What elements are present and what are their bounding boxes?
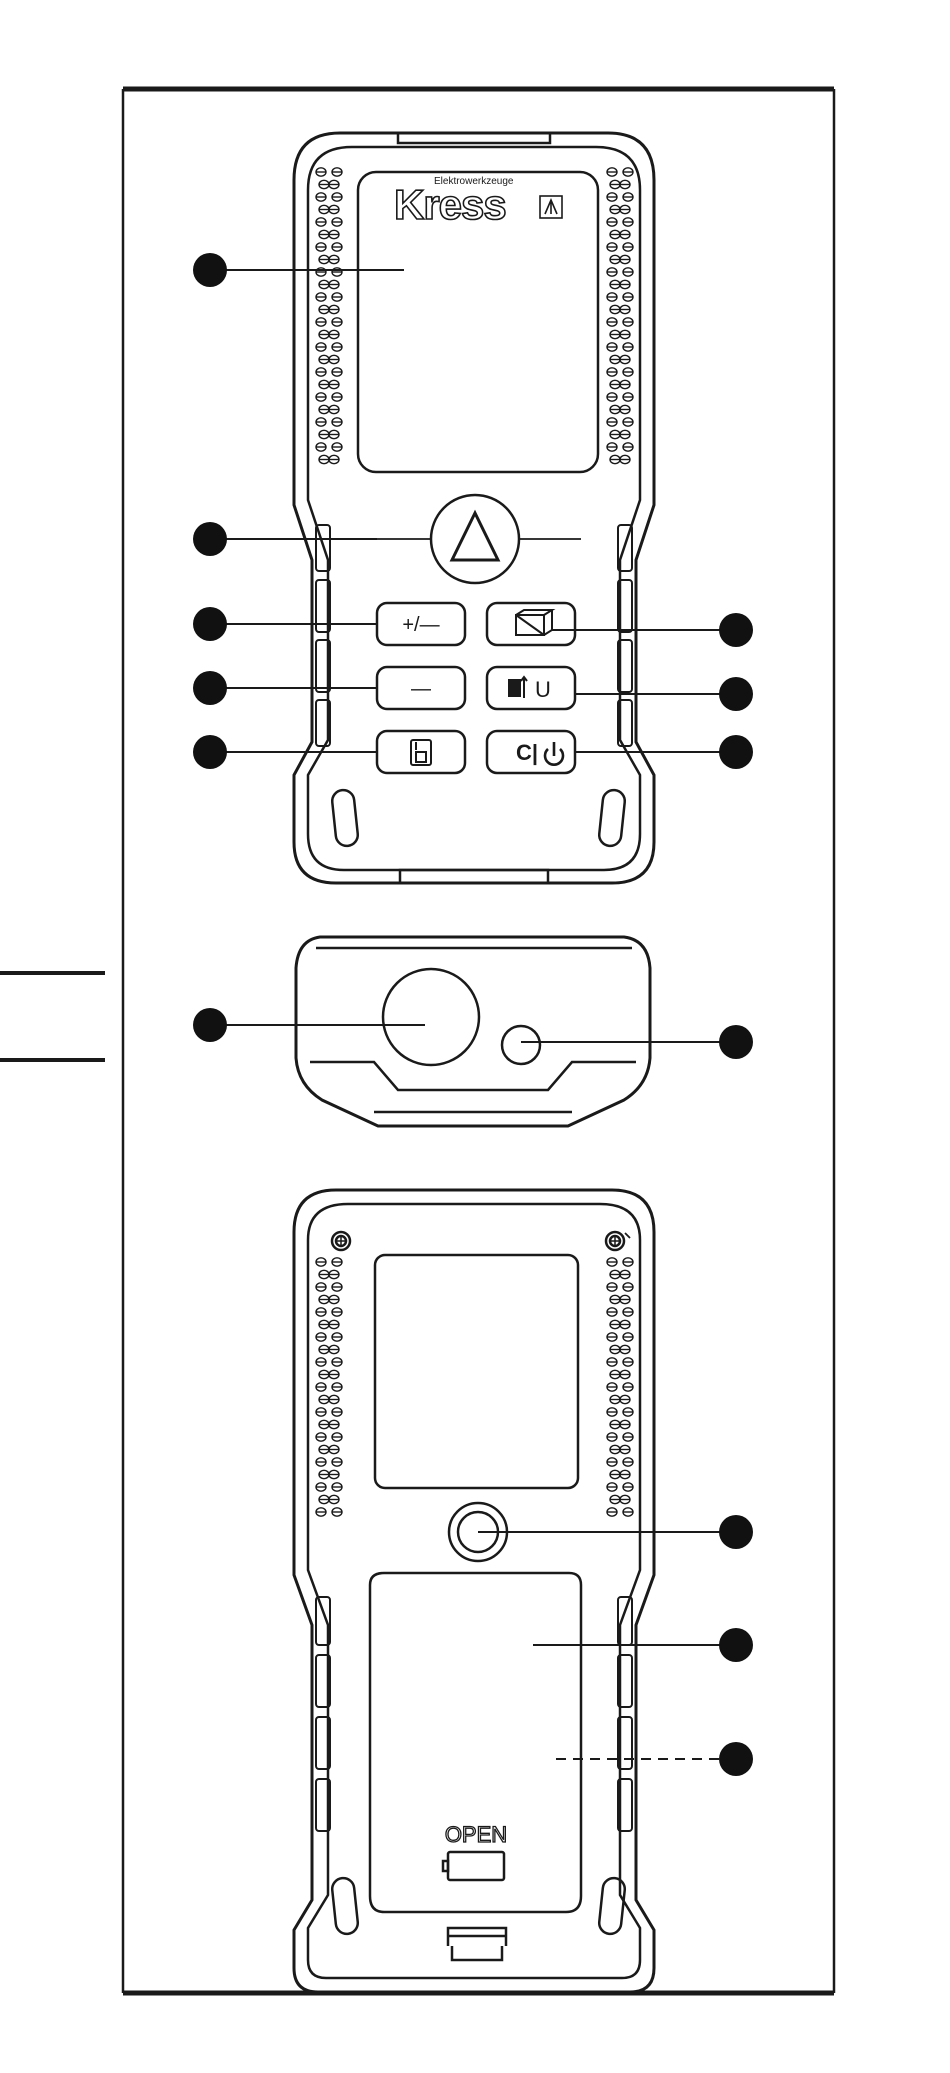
brand-name: Kress [394,181,506,228]
callout-plus-minus [193,607,377,641]
top-housing-lower [310,1062,636,1090]
reference-icon [509,677,527,698]
reference-unit-button[interactable] [487,667,575,709]
plus-minus-label: +/— [402,614,439,636]
reference-unit-label: U [535,677,551,702]
receiver-lens [502,1026,540,1064]
back-lanyard-slot-right [598,1877,626,1935]
kress-logo: Elektrowerkzeuge Kress [394,176,562,228]
battery-icon [443,1852,504,1880]
screw-icon [606,1232,624,1250]
front-grip-holes-left [316,168,342,464]
back-view [294,1190,654,1992]
section-marker [0,973,105,1060]
front-lanyard-slot-left [331,789,359,847]
callout-battery-cover [533,1628,753,1662]
measure-button[interactable] [431,495,519,583]
callout-display [193,253,404,287]
callouts [193,253,753,1776]
callout-clear-power [575,735,753,769]
cube-icon [516,610,552,635]
battery-cover[interactable] [370,1573,581,1912]
callout-function [193,671,377,705]
rating-label-area [375,1255,578,1488]
front-lanyard-slot-right [598,789,626,847]
screw-icon [332,1232,350,1250]
front-grip-holes-right [607,168,633,464]
callout-measure-button [193,522,377,556]
back-notch [625,1233,630,1238]
callout-tripod-thread [478,1515,753,1549]
front-bottom-tab [400,870,548,883]
callout-laser-lens [193,1008,425,1042]
brand-emblem-mark [545,200,557,214]
power-icon [545,742,563,765]
back-lanyard-slot-left [331,1877,359,1935]
callout-battery-compartment [556,1742,753,1776]
back-housing-outer [294,1190,654,1992]
clear-power-label: C| [516,740,538,765]
back-grip-holes-left [316,1258,342,1516]
triangle-icon [452,513,498,560]
callout-memory [193,735,377,769]
battery-latch[interactable] [448,1928,506,1960]
back-side-ridges [316,1597,632,1831]
callout-area-volume [552,613,753,647]
function-label: — [411,678,431,700]
memory-icon [411,740,431,765]
front-side-ridges [316,525,632,746]
back-grip-holes-right [607,1258,633,1516]
laser-lens [383,969,479,1065]
top-housing-outer [296,937,650,1126]
front-view [294,133,654,883]
back-housing-inner [308,1204,640,1978]
top-view [296,937,650,1126]
front-housing-outer [294,133,654,883]
battery-cover-label: OPEN [445,1822,507,1847]
callout-reference-unit [575,677,753,711]
button-labels: +/— — U C| [402,614,551,765]
callout-receiver-lens [521,1025,753,1059]
